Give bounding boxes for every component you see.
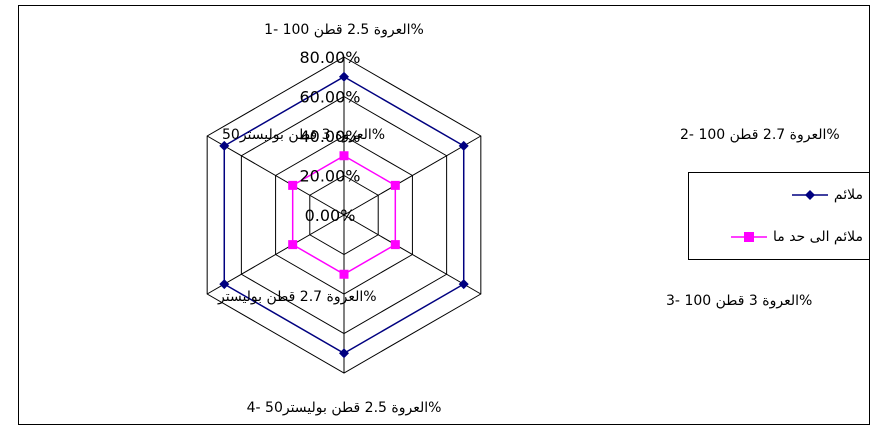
- tick-label-0: 0.00%: [305, 206, 356, 225]
- axis-label-2: %العروة 3 قطن 100 -3: [666, 293, 812, 309]
- axis-label-3: %العروة 2.5 قطن بوليستر50 -4: [247, 400, 442, 416]
- axis-label-4: %العروة 2.7 قطن بوليستر: [217, 289, 377, 305]
- series-1-point-1: [390, 180, 400, 190]
- axis-spoke-4: [206, 214, 345, 295]
- tick-label-1: 20.00%: [299, 167, 360, 186]
- legend-swatch-0: [791, 190, 828, 200]
- series-0-point-4: [219, 279, 230, 290]
- series-0-point-1: [458, 140, 469, 151]
- series-0-point-2: [458, 279, 469, 290]
- legend-label-1: ملائم الى حد ما: [772, 229, 863, 245]
- series-1-point-2: [390, 240, 400, 250]
- series-1-point-3: [339, 269, 349, 279]
- axis-spoke-1: [343, 135, 482, 216]
- tick-label-4: 80.00%: [299, 48, 360, 67]
- axis-label-0: %العروة 2.5 قطن 100 -1: [264, 22, 424, 38]
- legend-item-1: ملائم الى حد ما: [729, 229, 863, 245]
- tick-label-3: 60.00%: [299, 88, 360, 107]
- legend: ملائم ملائم الى حد ما: [688, 172, 870, 260]
- series-1-point-4: [288, 240, 298, 250]
- tick-label-2: 40.00%: [299, 127, 360, 146]
- series-0-point-0: [339, 71, 349, 82]
- legend-swatch-1: [730, 232, 767, 242]
- axis-spoke-5: [206, 135, 345, 216]
- series-1-point-5: [288, 180, 298, 190]
- series-0-point-3: [339, 348, 349, 359]
- legend-label-0: ملائم: [833, 187, 863, 203]
- axis-spoke-2: [343, 214, 482, 295]
- legend-item-0: ملائم: [790, 187, 863, 203]
- series-0-point-5: [219, 140, 230, 151]
- axis-label-5: %العروة 3 قطن بوليستر50: [222, 127, 385, 143]
- series-1-point-0: [339, 151, 349, 161]
- axis-label-1: %العروة 2.7 قطن 100 -2: [680, 127, 840, 143]
